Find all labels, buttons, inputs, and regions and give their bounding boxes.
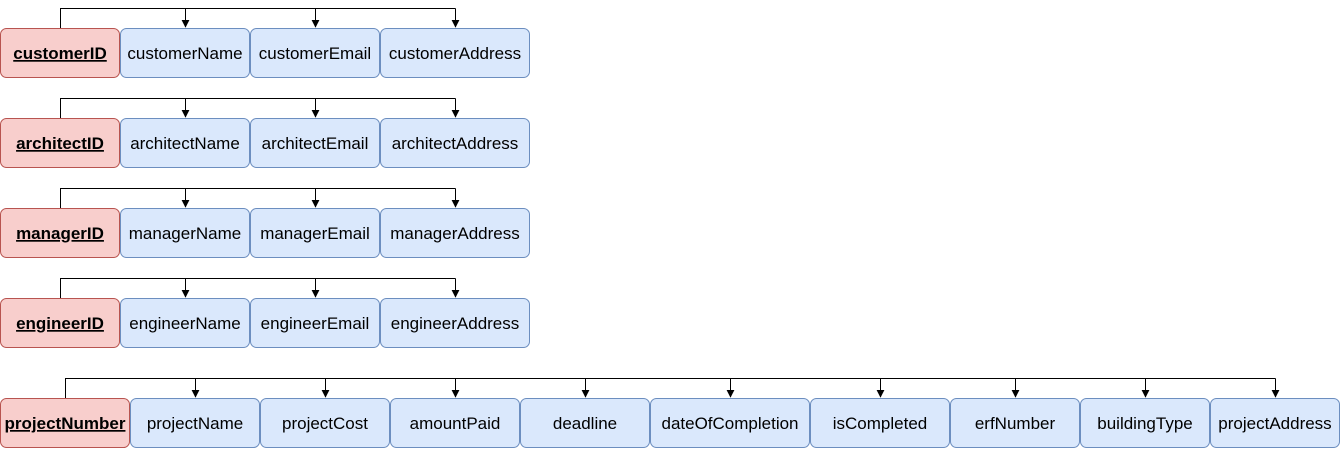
dependency-arrows xyxy=(60,8,1280,398)
attribute-erfNumber-box xyxy=(950,398,1080,448)
attribute-customerEmail: customerEmail xyxy=(250,28,380,78)
attribute-amountPaid-label: amountPaid xyxy=(410,414,501,433)
attribute-architectName-box xyxy=(120,118,250,168)
dependency-bus-projectNumber xyxy=(65,378,1276,398)
attribute-architectEmail-box xyxy=(250,118,380,168)
attribute-dateOfCompletion: dateOfCompletion xyxy=(650,398,810,448)
attribute-architectName: architectName xyxy=(120,118,250,168)
attribute-projectAddress: projectAddress xyxy=(1210,398,1340,448)
primary-key-architectID-box xyxy=(0,118,120,168)
attribute-architectEmail-label: architectEmail xyxy=(262,134,369,153)
attribute-customerEmail-box xyxy=(250,28,380,78)
attribute-projectCost: projectCost xyxy=(260,398,390,448)
attribute-deadline-label: deadline xyxy=(553,414,617,433)
attribute-managerAddress: managerAddress xyxy=(380,208,530,258)
attribute-engineerName-box xyxy=(120,298,250,348)
attribute-projectName-label: projectName xyxy=(147,414,243,433)
attribute-amountPaid-box xyxy=(390,398,520,448)
attribute-buildingType: buildingType xyxy=(1080,398,1210,448)
primary-key-engineerID-box xyxy=(0,298,120,348)
primary-key-projectNumber-box xyxy=(0,398,130,448)
attribute-managerName: managerName xyxy=(120,208,250,258)
attribute-customerEmail-label: customerEmail xyxy=(259,44,371,63)
attribute-deadline-box xyxy=(520,398,650,448)
dependency-bus-managerID xyxy=(60,188,456,208)
primary-key-managerID: managerID xyxy=(0,208,120,258)
attribute-projectAddress-label: projectAddress xyxy=(1218,414,1331,433)
attribute-managerName-label: managerName xyxy=(129,224,241,243)
attribute-isCompleted-box xyxy=(810,398,950,448)
primary-key-managerID-box xyxy=(0,208,120,258)
attribute-buildingType-label: buildingType xyxy=(1097,414,1192,433)
attribute-engineerEmail-label: engineerEmail xyxy=(261,314,370,333)
attribute-engineerAddress-box xyxy=(380,298,530,348)
attribute-dateOfCompletion-box xyxy=(650,398,810,448)
attribute-buildingType-box xyxy=(1080,398,1210,448)
primary-key-customerID: customerID xyxy=(0,28,120,78)
attribute-projectName-box xyxy=(130,398,260,448)
primary-key-managerID-label: managerID xyxy=(16,224,104,243)
attribute-architectAddress-box xyxy=(380,118,530,168)
attribute-managerAddress-label: managerAddress xyxy=(390,224,519,243)
attribute-architectAddress: architectAddress xyxy=(380,118,530,168)
attribute-customerName-box xyxy=(120,28,250,78)
attribute-rows: customerID customerName customerEmail custo… xyxy=(0,28,1340,448)
attribute-architectEmail: architectEmail xyxy=(250,118,380,168)
attribute-managerName-box xyxy=(120,208,250,258)
primary-key-architectID: architectID xyxy=(0,118,120,168)
attribute-architectAddress-label: architectAddress xyxy=(392,134,519,153)
attribute-managerAddress-box xyxy=(380,208,530,258)
attribute-erfNumber: erfNumber xyxy=(950,398,1080,448)
attribute-customerAddress-box xyxy=(380,28,530,78)
attribute-projectCost-box xyxy=(260,398,390,448)
attribute-customerName: customerName xyxy=(120,28,250,78)
attribute-engineerName-label: engineerName xyxy=(129,314,241,333)
attribute-managerEmail-box xyxy=(250,208,380,258)
attribute-projectAddress-box xyxy=(1210,398,1340,448)
attribute-erfNumber-label: erfNumber xyxy=(975,414,1056,433)
attribute-deadline: deadline xyxy=(520,398,650,448)
attribute-dateOfCompletion-label: dateOfCompletion xyxy=(661,414,798,433)
dependency-bus-customerID xyxy=(60,8,456,28)
attribute-engineerEmail: engineerEmail xyxy=(250,298,380,348)
primary-key-engineerID-label: engineerID xyxy=(16,314,104,333)
attribute-isCompleted: isCompleted xyxy=(810,398,950,448)
attribute-customerName-label: customerName xyxy=(127,44,242,63)
attribute-projectCost-label: projectCost xyxy=(282,414,368,433)
primary-key-engineerID: engineerID xyxy=(0,298,120,348)
attribute-engineerAddress-label: engineerAddress xyxy=(391,314,520,333)
primary-key-architectID-label: architectID xyxy=(16,134,104,153)
attribute-engineerName: engineerName xyxy=(120,298,250,348)
attribute-architectName-label: architectName xyxy=(130,134,240,153)
attribute-engineerEmail-box xyxy=(250,298,380,348)
dependency-bus-architectID xyxy=(60,98,456,118)
attribute-managerEmail-label: managerEmail xyxy=(260,224,370,243)
primary-key-projectNumber: projectNumber xyxy=(0,398,130,448)
attribute-managerEmail: managerEmail xyxy=(250,208,380,258)
attribute-isCompleted-label: isCompleted xyxy=(833,414,928,433)
attribute-customerAddress-label: customerAddress xyxy=(389,44,521,63)
attribute-amountPaid: amountPaid xyxy=(390,398,520,448)
primary-key-projectNumber-label: projectNumber xyxy=(5,414,126,433)
primary-key-customerID-label: customerID xyxy=(13,44,107,63)
dependency-bus-engineerID xyxy=(60,278,456,298)
primary-key-customerID-box xyxy=(0,28,120,78)
attribute-customerAddress: customerAddress xyxy=(380,28,530,78)
attribute-projectName: projectName xyxy=(130,398,260,448)
attribute-engineerAddress: engineerAddress xyxy=(380,298,530,348)
